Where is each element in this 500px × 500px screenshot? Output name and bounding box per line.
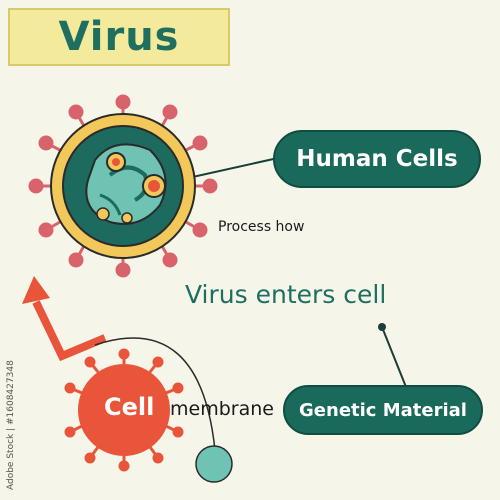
virus-organelle-small xyxy=(121,212,133,224)
process-how-text: Process how xyxy=(218,219,305,235)
human-cells-label: Human Cells xyxy=(273,130,481,188)
page-title: Virus xyxy=(58,14,180,60)
stock-watermark: Adobe Stock | #1608427348 xyxy=(6,360,16,490)
virus-organelle-small xyxy=(96,207,110,221)
connector-dot xyxy=(378,323,386,331)
particle-circle xyxy=(195,445,233,483)
membrane-curve xyxy=(94,337,216,451)
membrane-label: membrane xyxy=(170,398,274,420)
virus-spikes xyxy=(28,94,218,278)
cell-spikes xyxy=(64,348,184,472)
genetic-material-label: Genetic Material xyxy=(283,385,483,435)
connector-text-to-genetic-material xyxy=(381,326,407,388)
title-box: Virus xyxy=(8,8,230,66)
virus-enters-cell-text: Virus enters cell xyxy=(185,280,387,309)
virus-organelle-main-core xyxy=(148,180,160,192)
virus-organelle-core xyxy=(112,158,120,166)
arrow-icon xyxy=(22,276,107,362)
cell-label: Cell xyxy=(104,393,155,421)
cell-body xyxy=(78,364,170,456)
